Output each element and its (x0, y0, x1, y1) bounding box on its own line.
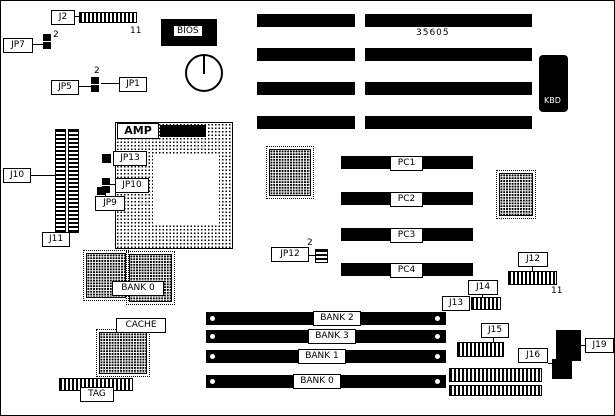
jp12-jumper (315, 249, 328, 263)
j2-connector (79, 12, 137, 23)
leader-line (548, 363, 552, 364)
jp7-jumper (43, 42, 51, 49)
io-controller-chip (496, 170, 536, 219)
pci-slot-label: PC1 (390, 156, 423, 171)
cache-chip (83, 250, 129, 301)
cache-bank0-label: BANK 0 (112, 281, 164, 296)
jp9-jumper (97, 187, 105, 195)
jp7-pin-count: 2 (53, 30, 59, 40)
leader-line (79, 86, 91, 87)
j11-label: J11 (42, 232, 70, 247)
jp10-jumper (102, 178, 110, 185)
jp1-label: JP1 (119, 77, 147, 92)
simm-hole (435, 316, 440, 321)
jp12-label: JP12 (271, 247, 309, 262)
leader-line (309, 255, 315, 256)
j15-label: J15 (481, 323, 509, 338)
simm-hole (435, 354, 440, 359)
leader-line (110, 184, 115, 185)
leader-line (75, 16, 79, 17)
jp13-label: JP13 (113, 151, 147, 166)
jp5-pin-count: 2 (94, 66, 100, 76)
j12-label: J12 (518, 252, 548, 267)
jp5-jumper (91, 77, 99, 84)
isa-slot-segment (257, 14, 355, 27)
isa-slot-segment (365, 116, 532, 129)
cpu-socket-inner (153, 154, 219, 224)
j16-connector (552, 359, 572, 379)
j15-connector (457, 342, 504, 357)
front-panel-header (449, 368, 542, 382)
simm-hole (210, 354, 215, 359)
isa-slot-segment (257, 82, 355, 95)
keyboard-connector-label: KBD (544, 96, 561, 105)
simm-bank-label: BANK 3 (308, 329, 356, 344)
leader-line (581, 345, 585, 346)
j10-label: J10 (3, 168, 31, 183)
jp7-label: JP7 (3, 38, 33, 53)
j19-label: J19 (585, 338, 614, 353)
jp5-jumper (91, 85, 99, 92)
jp9-label: JP9 (95, 196, 125, 211)
cache-chip (96, 329, 150, 377)
isa-slot-segment (257, 48, 355, 61)
j14-label: J14 (468, 280, 498, 295)
j12-connector (508, 271, 557, 285)
front-panel-header (449, 385, 542, 396)
simm-hole (435, 334, 440, 339)
isa-slot-segment (365, 82, 532, 95)
simm-bank-label: BANK 0 (293, 374, 341, 389)
j11-connector (68, 129, 79, 233)
leader-line (482, 294, 483, 297)
chipset-chip (266, 146, 314, 199)
j13-j14-connector (471, 297, 501, 310)
simm-bank-label: BANK 1 (298, 349, 346, 364)
jp12-pin-count: 2 (307, 238, 313, 248)
j19-connector (556, 330, 581, 361)
isa-slot-segment (365, 48, 532, 61)
simm-hole (210, 316, 215, 321)
j10-connector (55, 129, 66, 233)
leader-line (532, 267, 533, 271)
jp10-jumper (102, 186, 110, 193)
pci-slot-label: PC3 (390, 228, 423, 243)
simm-bank-label: BANK 2 (313, 311, 361, 326)
leader-line (493, 338, 494, 342)
bios-chip-label: BIOS (174, 26, 202, 36)
battery (185, 54, 223, 92)
jp7-jumper (43, 34, 51, 41)
simm-hole (210, 334, 215, 339)
board-part-number: 35605 (416, 28, 450, 38)
jp5-label: JP5 (51, 80, 79, 95)
j2-label: J2 (51, 10, 75, 25)
j13-label: J13 (442, 296, 470, 311)
pci-slot-label: PC2 (390, 192, 423, 207)
cpu-socket-top-bar (160, 125, 206, 137)
j12-pin-count: 11 (551, 286, 563, 296)
jp13-jumper (102, 154, 111, 163)
leader-line (31, 175, 55, 176)
simm-hole (210, 379, 215, 384)
pci-slot-label: PC4 (390, 263, 423, 278)
keyboard-connector (539, 55, 568, 112)
cpu-amp-label: AMP (117, 123, 159, 139)
simm-hole (435, 379, 440, 384)
j2-pin-count: 11 (130, 26, 142, 36)
isa-slot-segment (257, 116, 355, 129)
battery-key-line (203, 56, 205, 74)
leader-line (101, 83, 119, 84)
cache-label: CACHE (116, 318, 166, 333)
jp10-label: JP10 (115, 178, 149, 193)
j16-label: J16 (518, 348, 548, 363)
isa-slot-segment (365, 14, 532, 27)
tag-label: TAG (80, 387, 114, 402)
leader-line (105, 191, 106, 196)
leader-line (33, 44, 43, 45)
